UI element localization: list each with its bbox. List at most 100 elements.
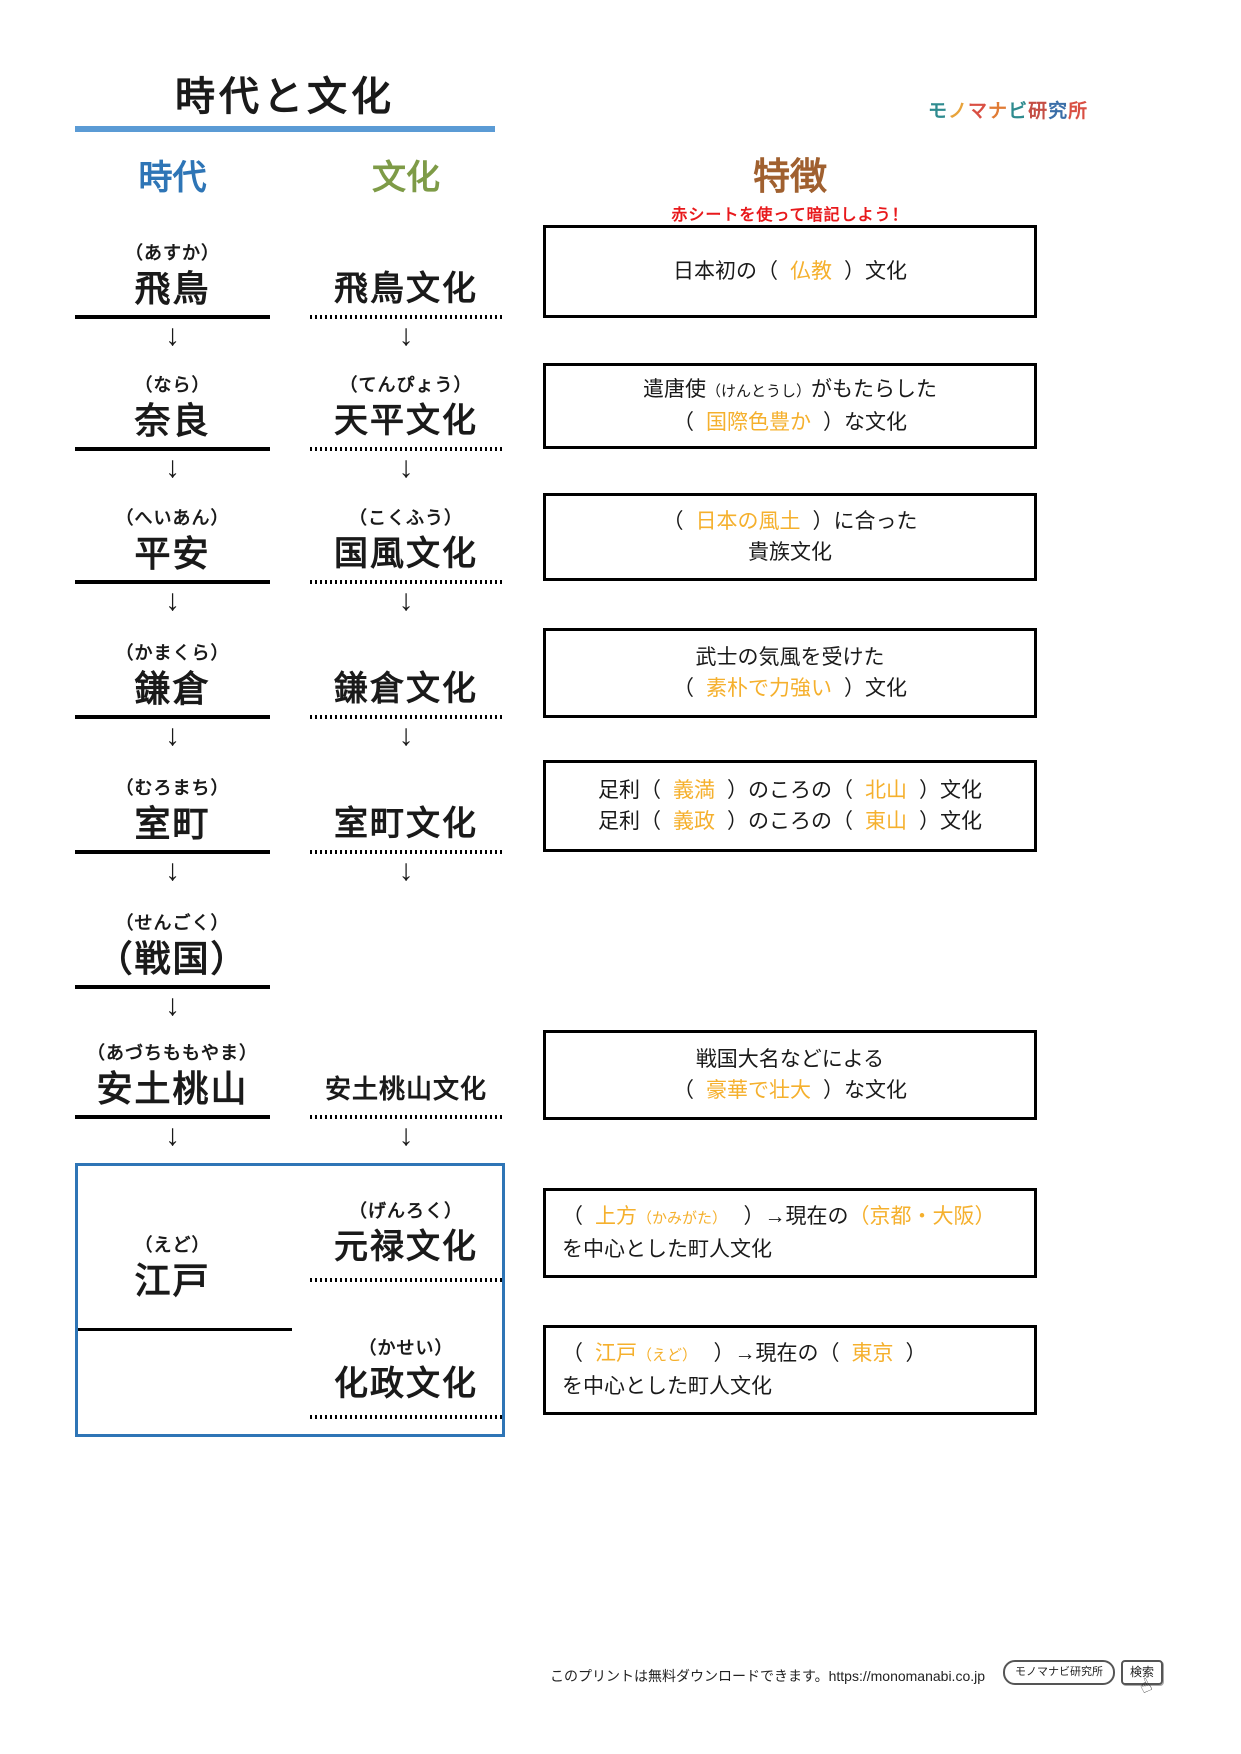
- logo-char: マ: [968, 101, 989, 122]
- title-underline: [75, 126, 495, 132]
- era-reading: （えど）: [134, 1235, 211, 1255]
- era-name: （戦国）: [96, 938, 249, 979]
- page-title: 時代と文化: [175, 75, 395, 119]
- down-arrow-icon: ↓: [165, 989, 180, 1022]
- culture-row: （てんぴょう） 天平文化 ↓: [310, 372, 502, 485]
- down-arrow-icon: ↓: [398, 719, 414, 752]
- feature-line: を中心とした町人文化: [562, 1238, 772, 1261]
- culture-row: （かせい） 化政文化: [310, 1335, 502, 1419]
- feature-box-tempyo: 遣唐使（けんとうし）がもたらした （国際色豊か）な文化: [543, 363, 1037, 449]
- era-underline: [75, 447, 270, 451]
- down-arrow-icon: ↓: [165, 854, 180, 887]
- feature-line: （日本の風土）に合った: [662, 510, 918, 533]
- column-header-culture: 文化: [372, 159, 440, 197]
- era-underline: [75, 850, 270, 854]
- down-arrow-icon: ↓: [165, 451, 180, 484]
- culture-row: 安土桃山文化 ↓: [310, 1040, 502, 1153]
- feature-box-azuchimomoyama: 戦国大名などによる （豪華で壮大）な文化: [543, 1030, 1037, 1120]
- logo-char: ナ: [988, 101, 1009, 122]
- culture-reading: （こくふう）: [349, 508, 463, 528]
- feature-line: （江戸（えど））→現在の（東京）: [562, 1342, 927, 1365]
- logo-char: 究: [1048, 101, 1069, 122]
- era-row: （あづちももやま） 安土桃山 ↓: [75, 1040, 270, 1153]
- feature-line: （素朴で力強い）文化: [673, 677, 907, 700]
- culture-reading: [310, 775, 502, 801]
- culture-underline: [310, 315, 502, 319]
- era-name: 飛鳥: [134, 268, 211, 309]
- culture-name: 安土桃山文化: [324, 1074, 487, 1104]
- culture-underline: [310, 580, 502, 584]
- feature-line: 日本初の（仏教）文化: [673, 260, 907, 283]
- feature-box-kasei: （江戸（えど））→現在の（東京） を中心とした町人文化: [543, 1325, 1037, 1415]
- feature-line: 遣唐使（けんとうし）がもたらした: [642, 378, 937, 401]
- culture-name: 国風文化: [334, 535, 478, 573]
- culture-reading: [310, 1040, 502, 1066]
- logo-char: ビ: [1008, 101, 1029, 122]
- feature-box-asuka: 日本初の（仏教）文化: [543, 225, 1037, 318]
- culture-reading: [310, 240, 502, 266]
- era-name: 奈良: [134, 400, 211, 441]
- culture-row: 飛鳥文化 ↓: [310, 240, 502, 353]
- down-arrow-icon: ↓: [398, 451, 414, 484]
- culture-row: （げんろく） 元禄文化: [310, 1198, 502, 1282]
- feature-line: （豪華で壮大）な文化: [673, 1079, 907, 1102]
- era-row: （へいあん） 平安 ↓: [75, 505, 270, 618]
- feature-line: 武士の気風を受けた: [695, 646, 885, 669]
- down-arrow-icon: ↓: [165, 319, 180, 352]
- feature-line: を中心とした町人文化: [562, 1375, 772, 1398]
- down-arrow-icon: ↓: [165, 584, 180, 617]
- era-underline: [75, 580, 270, 584]
- column-header-feature: 特徴: [753, 156, 827, 197]
- era-row: （なら） 奈良 ↓: [75, 372, 270, 485]
- culture-row: 室町文化 ↓: [310, 775, 502, 888]
- era-row: （あすか） 飛鳥 ↓: [75, 240, 270, 353]
- down-arrow-icon: ↓: [398, 1119, 414, 1152]
- era-reading: （へいあん）: [115, 508, 230, 528]
- culture-reading: （てんぴょう）: [339, 375, 473, 395]
- era-reading: （かまくら）: [115, 643, 230, 663]
- culture-name: 化政文化: [334, 1365, 478, 1403]
- feature-box-muromachi: 足利（義満）のころの（北山）文化 足利（義政）のころの（東山）文化: [543, 760, 1037, 852]
- era-reading: （あづちももやま）: [87, 1043, 258, 1063]
- search-button: 検索: [1121, 1660, 1163, 1685]
- logo-char: 所: [1068, 101, 1089, 122]
- feature-box-genroku: （上方（かみがた））→現在の（京都・大阪） を中心とした町人文化: [543, 1188, 1037, 1278]
- down-arrow-icon: ↓: [398, 319, 414, 352]
- era-reading: （あすか）: [125, 243, 220, 263]
- era-reading: （なら）: [134, 375, 211, 395]
- culture-name: 元禄文化: [334, 1228, 478, 1266]
- culture-row: （こくふう） 国風文化 ↓: [310, 505, 502, 618]
- era-name: 江戸: [134, 1260, 211, 1301]
- culture-reading: [310, 640, 502, 666]
- footer-note: このプリントは無料ダウンロードできます。https://monomanabi.c…: [550, 1668, 986, 1684]
- era-underline: [75, 985, 270, 989]
- feature-line: 足利（義満）のころの（北山）文化: [598, 779, 982, 802]
- feature-line: （国際色豊か）な文化: [673, 411, 907, 434]
- era-reading: （むろまち）: [115, 778, 230, 798]
- culture-underline: [310, 1115, 502, 1119]
- era-underline: [75, 715, 270, 719]
- column-header-era: 時代: [138, 159, 207, 197]
- edo-section-box: [75, 1163, 505, 1437]
- edo-divider-line: [78, 1328, 292, 1331]
- feature-line: 戦国大名などによる: [695, 1048, 885, 1071]
- down-arrow-icon: ↓: [398, 584, 414, 617]
- feature-line: 足利（義政）のころの（東山）文化: [598, 810, 982, 833]
- era-row: （えど） 江戸: [75, 1232, 270, 1304]
- culture-name: 飛鳥文化: [334, 270, 478, 308]
- era-name: 室町: [134, 803, 211, 844]
- era-name: 安土桃山: [96, 1068, 249, 1109]
- era-name: 平安: [134, 533, 211, 574]
- culture-underline: [310, 1415, 502, 1419]
- feature-box-kokufu: （日本の風土）に合った 貴族文化: [543, 493, 1037, 581]
- culture-name: 室町文化: [334, 805, 478, 843]
- era-reading: （せんごく）: [115, 913, 230, 933]
- culture-reading: （げんろく）: [349, 1201, 463, 1221]
- era-row: （せんごく） （戦国） ↓: [75, 910, 270, 1023]
- feature-line: （上方（かみがた））→現在の（京都・大阪）: [562, 1205, 996, 1228]
- culture-row: 鎌倉文化 ↓: [310, 640, 502, 753]
- logo-char: ノ: [948, 101, 969, 122]
- era-name: 鎌倉: [134, 668, 211, 709]
- down-arrow-icon: ↓: [165, 1119, 180, 1152]
